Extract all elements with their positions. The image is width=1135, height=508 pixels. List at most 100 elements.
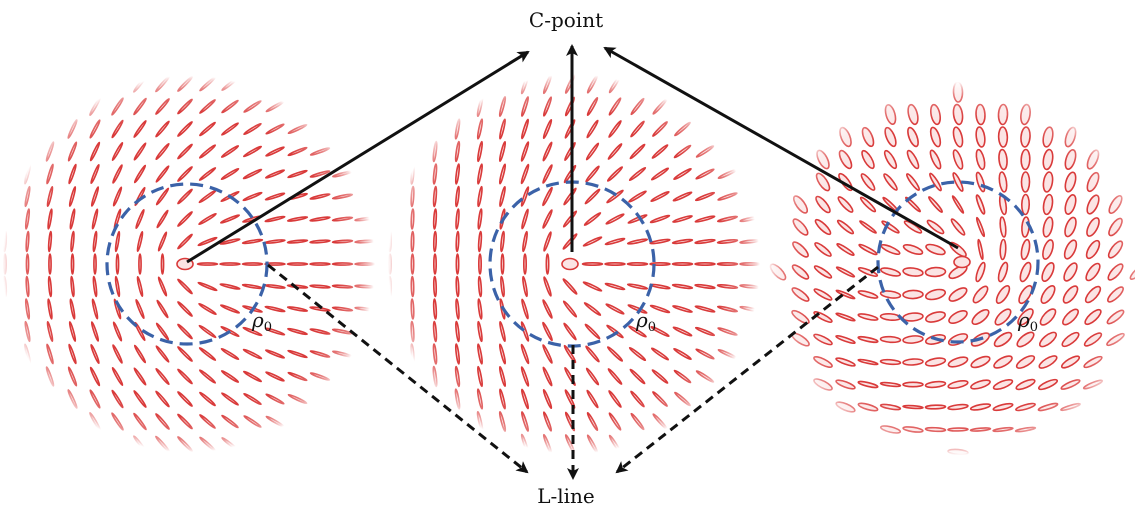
polarization-ellipse: [948, 309, 968, 325]
polarization-ellipse: [879, 290, 902, 299]
polarization-ellipse: [606, 346, 624, 362]
polarization-ellipse: [947, 356, 969, 368]
polarization-ellipse: [1060, 379, 1081, 390]
polarization-ellipse: [542, 321, 553, 342]
polarization-ellipse: [792, 195, 809, 214]
polarization-ellipse: [605, 213, 625, 225]
polarization-ellipse: [629, 143, 646, 160]
polarization-ellipse: [219, 214, 241, 224]
polarization-ellipse: [287, 327, 308, 336]
polarization-ellipse: [455, 208, 460, 230]
dashed-arrow-left: [267, 263, 529, 474]
polarization-ellipse: [111, 97, 124, 116]
polarization-ellipse: [835, 335, 856, 344]
polarization-ellipse: [113, 298, 122, 320]
polarization-ellipse: [924, 380, 947, 389]
polarization-ellipse: [23, 343, 32, 365]
polarization-ellipse: [198, 144, 217, 159]
polarization-ellipse: [264, 169, 286, 179]
polarization-ellipse: [998, 148, 1008, 171]
polarization-ellipse: [1064, 171, 1077, 193]
polarization-ellipse: [924, 266, 947, 278]
polarization-ellipse: [739, 239, 761, 244]
polarization-ellipse: [45, 366, 55, 387]
polarization-ellipse: [971, 308, 990, 326]
polarization-ellipse: [814, 218, 832, 236]
polarization-ellipse: [46, 185, 54, 208]
polarization-ellipse: [25, 253, 30, 275]
polarization-ellipse: [177, 211, 193, 227]
polarization-ellipse: [155, 413, 170, 430]
polarization-ellipse: [1039, 308, 1057, 326]
polarization-ellipse: [694, 215, 716, 223]
polarization-ellipse: [584, 323, 601, 340]
polarization-ellipse: [477, 163, 483, 185]
polarization-ellipse: [265, 100, 285, 113]
polarization-ellipse: [542, 141, 553, 162]
polarization-ellipse: [432, 275, 438, 298]
polarization-ellipse: [673, 347, 692, 361]
polarization-ellipse: [520, 141, 530, 162]
polarization-ellipse: [1082, 379, 1104, 390]
polarization-ellipse: [199, 121, 216, 137]
polarization-ellipse: [155, 367, 170, 386]
polarization-ellipse: [928, 196, 943, 213]
polarization-ellipse: [902, 289, 924, 300]
polarization-ellipse: [477, 208, 483, 230]
polarization-ellipse: [924, 404, 947, 410]
polarization-ellipse: [835, 312, 856, 322]
polarization-ellipse: [89, 141, 101, 162]
polarization-ellipse: [992, 378, 1014, 391]
polarization-ellipse: [46, 320, 54, 343]
polarization-ellipse: [813, 378, 833, 391]
polarization-ellipse: [309, 372, 331, 381]
polarization-ellipse: [902, 358, 924, 366]
polarization-ellipse: [902, 426, 924, 433]
polarization-ellipse: [695, 168, 715, 180]
radius-label-middle: ρ0: [635, 308, 656, 335]
polarization-ellipse: [243, 122, 262, 136]
polarization-ellipse: [859, 220, 877, 234]
polarization-ellipse: [177, 233, 193, 250]
polarization-ellipse: [857, 335, 879, 344]
panel-left-ellipse-field: [2, 75, 376, 453]
polarization-ellipse: [177, 368, 193, 385]
polarization-ellipse: [454, 388, 461, 410]
polarization-ellipse: [883, 149, 898, 170]
polarization-ellipse: [112, 164, 123, 184]
polarization-ellipse: [879, 267, 902, 277]
polarization-ellipse: [45, 141, 55, 162]
polarization-ellipse: [1064, 194, 1077, 215]
polarization-ellipse: [626, 261, 649, 266]
polarization-ellipse: [455, 230, 460, 253]
polarization-ellipse: [155, 165, 170, 183]
polarization-ellipse: [2, 275, 8, 298]
polarization-ellipse: [354, 262, 376, 266]
polarization-ellipse: [410, 208, 415, 230]
polarization-ellipse: [672, 305, 693, 313]
polarization-ellipse: [1020, 171, 1031, 193]
polarization-ellipse: [198, 346, 217, 362]
polarization-ellipse: [1129, 264, 1135, 280]
polarization-ellipse: [1020, 238, 1031, 261]
polarization-ellipse: [68, 186, 77, 207]
polarization-ellipse: [132, 435, 148, 453]
polarization-ellipse: [998, 171, 1008, 193]
polarization-ellipse: [716, 261, 739, 266]
polarization-ellipse: [1040, 285, 1056, 304]
polarization-ellipse: [628, 346, 647, 362]
polarization-ellipse: [585, 345, 600, 363]
polarization-ellipse: [947, 379, 969, 390]
polarization-ellipse: [564, 74, 576, 94]
polarization-ellipse: [652, 391, 668, 407]
polarization-ellipse: [739, 305, 761, 313]
polarization-ellipse: [264, 262, 286, 266]
polarization-ellipse: [177, 323, 193, 340]
polarization-ellipse: [902, 381, 924, 388]
polarization-ellipse: [70, 275, 75, 298]
polarization-ellipse: [542, 411, 553, 432]
polarization-ellipse: [499, 118, 506, 140]
polarization-ellipse: [769, 263, 787, 281]
polarization-ellipse: [970, 379, 991, 390]
polarization-ellipse: [331, 284, 354, 289]
